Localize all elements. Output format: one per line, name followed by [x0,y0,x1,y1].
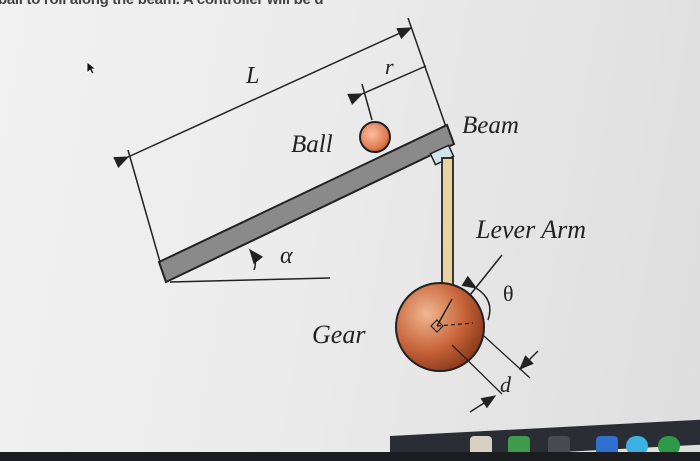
dock-app-icon[interactable] [548,436,570,456]
lever-arm-label: Lever Arm [475,215,586,244]
theta-arc [461,275,491,321]
beam-label: Beam [462,112,519,139]
horizontal-reference-line [169,277,331,283]
gear-radius-line [436,298,453,327]
dock-app-icon[interactable] [470,436,492,456]
ball [359,121,391,153]
d-extension-line-a [451,344,503,395]
length-label: L [245,63,259,89]
beam [157,123,456,284]
d-extension-line-b [483,335,531,379]
gear-dashed-line [436,322,474,327]
d-dimension-arrow-a [469,395,497,413]
partial-top-text: ball to roll along the beam. A controlle… [0,0,324,8]
r-dimension-line [347,65,427,105]
dock-app-icon[interactable] [658,436,680,456]
mouse-pointer-icon [86,61,98,75]
dock-app-icon[interactable] [508,436,530,456]
theta-reference-line [469,254,503,296]
gear [395,282,485,372]
r-extension-line [361,83,373,121]
dock-app-icon[interactable] [596,436,618,456]
ball-label: Ball [291,131,333,158]
theta-label: θ [503,281,514,306]
r-label: r [385,54,394,79]
gear-label: Gear [312,320,366,349]
d-label: d [500,372,512,397]
d-dimension-arrow-b [518,350,539,371]
length-dimension-line [113,27,413,169]
dock-app-icon[interactable] [626,436,648,456]
gear-center-marker [430,319,444,333]
left-extension-line [127,149,161,263]
alpha-label: α [280,243,293,269]
screen-bezel [0,452,700,461]
lever-arm [441,157,454,301]
alpha-arc [249,248,264,271]
right-extension-line [407,17,447,128]
